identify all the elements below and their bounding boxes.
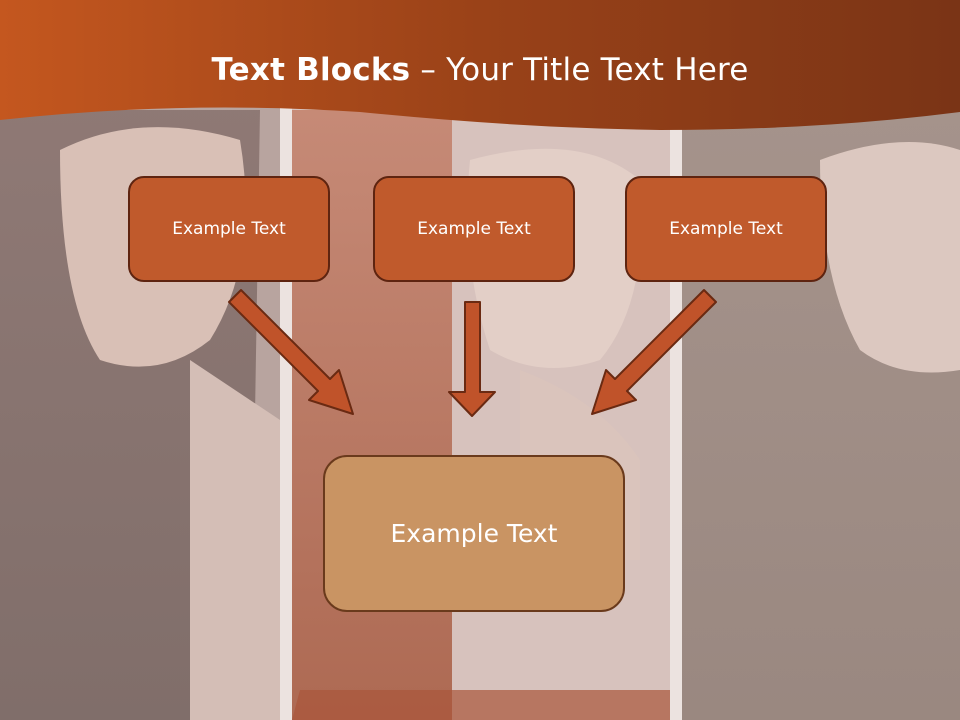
text-block-3-label: Example Text [669,219,783,239]
text-block-main-label: Example Text [390,519,558,548]
title-dash: – [420,52,437,88]
header-band [0,0,960,130]
text-block-1-label: Example Text [172,219,286,239]
text-block-2-label: Example Text [417,219,531,239]
text-block-main[interactable]: Example Text [323,455,625,612]
slide-title: Text Blocks – Your Title Text Here [0,52,960,88]
text-block-1[interactable]: Example Text [128,176,330,282]
text-block-2[interactable]: Example Text [373,176,575,282]
title-rest: Your Title Text Here [446,52,749,88]
title-bold: Text Blocks [211,52,411,88]
text-block-3[interactable]: Example Text [625,176,827,282]
